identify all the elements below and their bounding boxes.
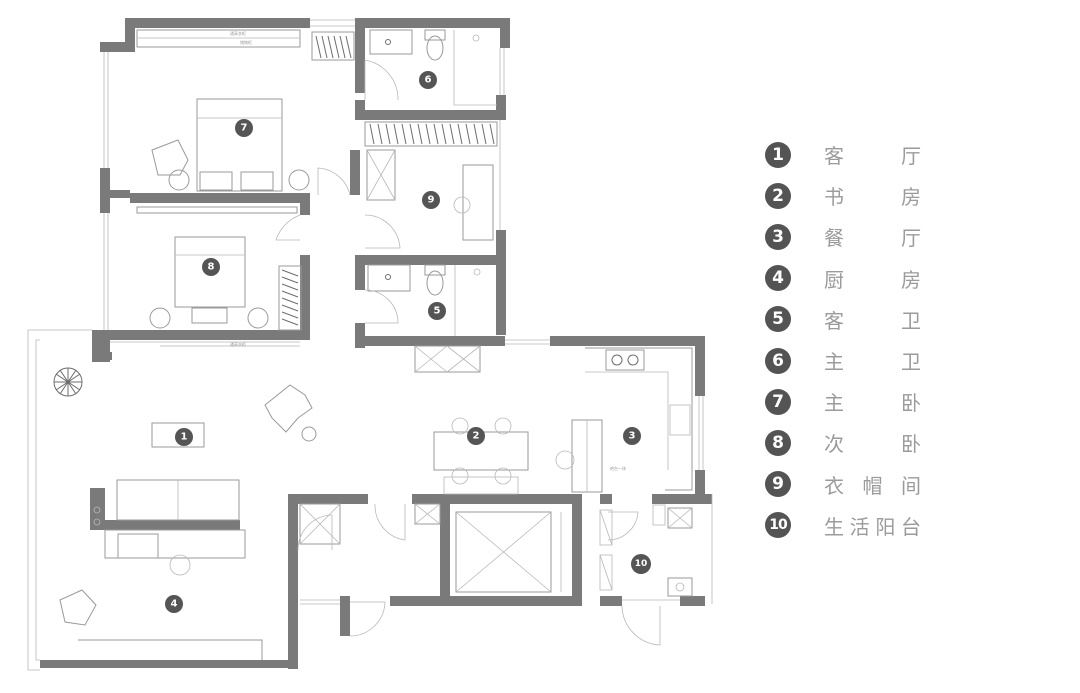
legend-label-char: 厨 [824,267,844,292]
plan-notes: 通高衣柜 储物柜 通高衣柜 吧台一体 [230,30,626,471]
svg-text:8: 8 [208,262,215,273]
legend-label-char: 卫 [901,350,921,375]
legend-label-char: 活 [849,514,870,539]
badge-master-bedroom: 7 [235,119,253,137]
floor-plan: 通高衣柜 储物柜 通高衣柜 吧台一体 7 6 9 8 5 1 2 3 4 10 [27,18,713,671]
legend-label: 次卧 [824,428,921,457]
badge-kitchen: 4 [165,595,183,613]
legend-label-char: 卫 [901,308,921,333]
legend-number-badge: 9 [765,471,791,498]
svg-text:6: 6 [425,75,432,86]
legend-number-badge: 6 [765,347,791,374]
legend-number-badge: 1 [765,141,791,168]
note-master-wardrobe: 通高衣柜 [230,30,246,36]
note-master-cabinet: 储物柜 [240,39,252,45]
legend-number-badge: 3 [765,223,791,250]
legend-label-char: 书 [824,185,844,210]
legend-label: 客厅 [824,140,921,169]
legend-label: 主卫 [824,346,921,375]
legend-label-char: 阳 [875,514,896,539]
legend-item: 10 生活阳台 [765,505,930,546]
svg-text:5: 5 [434,306,441,317]
legend-label-char: 客 [824,308,844,333]
walls [40,18,712,669]
legend-label-char: 房 [901,185,921,210]
legend-label: 餐厅 [824,222,921,251]
badge-guest-bath: 5 [428,302,446,320]
svg-text:9: 9 [428,195,435,206]
svg-text:7: 7 [241,123,248,134]
legend-number-badge: 10 [765,512,791,539]
svg-text:2: 2 [473,431,480,442]
legend-number-badge: 2 [765,182,791,209]
legend-label-char: 房 [901,267,921,292]
legend-label-char: 帽 [862,473,883,498]
legend-label-char: 卧 [901,391,921,416]
svg-text:1: 1 [181,432,188,443]
badge-balcony: 10 [631,554,651,574]
legend-label: 衣帽间 [824,470,921,499]
legend-label: 客卫 [824,305,921,334]
legend-label: 厨房 [824,264,921,293]
legend-label-char: 客 [824,144,844,169]
legend-label-char: 餐 [824,226,844,251]
svg-text:3: 3 [629,431,636,442]
legend-label-char: 主 [824,350,844,375]
legend-label: 主卧 [824,387,921,416]
legend-label: 生活阳台 [824,511,921,540]
badge-master-bath: 6 [419,71,437,89]
windows [27,19,713,671]
legend-label-char: 衣 [824,473,844,498]
legend-label-char: 台 [900,514,921,539]
badge-second-bedroom: 8 [202,258,220,276]
legend-label-char: 主 [824,391,844,416]
badge-study: 2 [467,427,485,445]
legend-label-char: 次 [824,432,844,457]
svg-text:10: 10 [635,559,648,569]
furniture [53,29,693,660]
legend-label-char: 厅 [901,226,921,251]
badge-walk-in-closet: 9 [422,191,440,209]
room-badges: 7 6 9 8 5 1 2 3 4 10 [165,71,651,613]
svg-text:4: 4 [171,599,178,610]
note-second-wardrobe: 通高衣柜 [230,341,246,347]
legend-label: 书房 [824,181,921,210]
legend-label-char: 卧 [901,432,921,457]
legend-number-badge: 8 [765,429,791,456]
legend-number-badge: 7 [765,388,791,415]
legend-label-char: 间 [901,473,921,498]
note-dining-cabinet: 吧台一体 [610,465,626,471]
legend-label-char: 厅 [901,144,921,169]
legend-number-badge: 4 [765,265,791,292]
legend-label-char: 生 [824,514,844,539]
legend-item: 9 衣帽间 [765,464,930,505]
legend-number-badge: 5 [765,306,791,333]
badge-dining: 3 [623,427,641,445]
badge-living-room: 1 [175,428,193,446]
